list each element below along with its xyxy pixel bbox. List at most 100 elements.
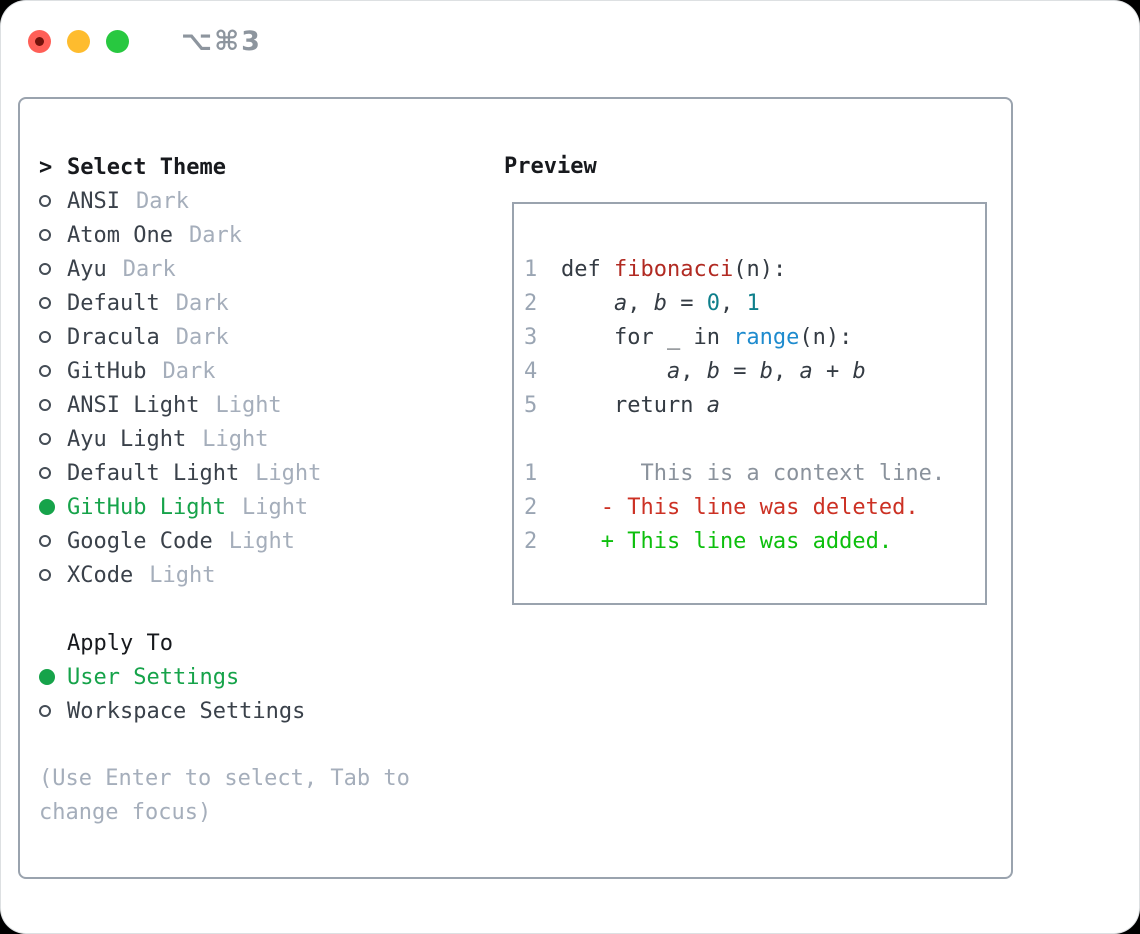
spacer [39,728,469,762]
select-theme-title: Select Theme [67,154,226,180]
diff-preview: 1 This is a context line.2 - This line w… [524,457,985,559]
code-token-var: a [666,359,681,384]
diff-content: + This line was added. [561,529,893,554]
traffic-light-close-button[interactable] [28,30,51,53]
theme-option-label: Atom One [67,222,173,248]
theme-option-google-code[interactable]: Google Code Light [39,524,469,558]
line-number: 1 [524,257,538,282]
theme-option-ansi-light[interactable]: ANSI Light Light [39,388,469,422]
theme-variant-tag: Light [241,494,309,520]
radio-circle [39,669,55,685]
theme-option-label: GitHub Light [67,494,226,520]
line-number: 4 [524,359,538,384]
code-token-plain: (n): [733,257,787,282]
radio-icon [39,569,67,581]
radio-icon [39,229,67,241]
code-content: a, b = b, a + b [561,355,866,389]
code-token-num: 0 [706,291,720,316]
code-token-plain: return [561,393,707,418]
code-token-plain: , [719,291,747,316]
radio-circle [39,365,51,377]
line-number: 1 [524,461,538,486]
code-token-var: b [653,291,667,316]
theme-option-label: ANSI [67,188,120,214]
radio-icon [39,365,67,377]
radio-icon [39,263,67,275]
radio-circle [39,535,51,547]
radio-circle [39,229,51,241]
code-token-var: b [706,359,720,384]
line-number: 3 [524,325,538,350]
radio-circle [39,467,51,479]
code-token-var: a [799,359,813,384]
traffic-light-zoom-button[interactable] [106,30,129,53]
radio-circle [39,195,51,207]
diff-line-deleted: 2 - This line was deleted. [524,491,985,525]
code-line: 4 a, b = b, a + b [524,355,985,389]
theme-variant-tag: Dark [188,222,242,248]
radio-icon [39,433,67,445]
radio-icon [39,195,67,207]
radio-icon [39,705,67,717]
code-token-plain: , [627,291,654,316]
diff-line-added: 2 + This line was added. [524,525,985,559]
apply-option-user-settings[interactable]: User Settings [39,660,469,694]
theme-option-label: Google Code [67,528,213,554]
theme-option-label: Ayu [67,256,107,282]
code-line: 1 def fibonacci(n): [524,253,985,287]
line-number: 2 [524,529,538,554]
radio-selected-icon [39,669,67,685]
apply-to-header-row: Apply To [39,626,469,660]
traffic-light-minimize-button[interactable] [67,30,90,53]
radio-circle [39,399,51,411]
code-content: for _ in range(n): [561,321,852,355]
theme-variant-tag: Light [215,392,282,418]
theme-option-label: GitHub [67,358,147,384]
theme-option-label: ANSI Light [67,392,200,418]
radio-icon [39,297,67,309]
radio-icon [39,467,67,479]
diff-content: This is a context line. [561,461,946,486]
radio-icon [39,535,67,547]
preview-header: Preview [504,154,597,179]
apply-to-title: Apply To [67,630,173,656]
radio-circle [39,433,51,445]
theme-option-label: Default [67,290,160,316]
code-content: return a [561,389,720,423]
code-token-var: b [759,359,773,384]
theme-option-github-light[interactable]: GitHub Light Light [39,490,469,524]
code-token-var: a [706,393,720,418]
line-number: 2 [524,291,538,316]
theme-option-label: XCode [67,562,134,588]
apply-option-workspace-settings[interactable]: Workspace Settings [39,694,469,728]
radio-icon [39,399,67,411]
line-number: 2 [524,495,538,520]
diff-content: - This line was deleted. [561,495,919,520]
code-token-plain: (n): [799,325,853,350]
radio-circle [39,331,51,343]
window-titlebar: ⌥⌘3 [28,26,262,57]
apply-option-label: Workspace Settings [67,698,306,724]
theme-option-atom-one[interactable]: Atom One Dark [39,218,469,252]
code-token-func: fibonacci [613,257,734,282]
code-token-num: 1 [746,291,760,316]
diff-line-context: 1 This is a context line. [524,457,985,491]
radio-selected-icon [39,499,67,515]
code-line: 3 for _ in range(n): [524,321,985,355]
code-token-plain: = [666,291,707,316]
code-content: def fibonacci(n): [561,253,786,287]
code-token-plain [561,291,614,316]
blank-code-line [524,423,985,457]
theme-variant-tag: Light [228,528,295,554]
